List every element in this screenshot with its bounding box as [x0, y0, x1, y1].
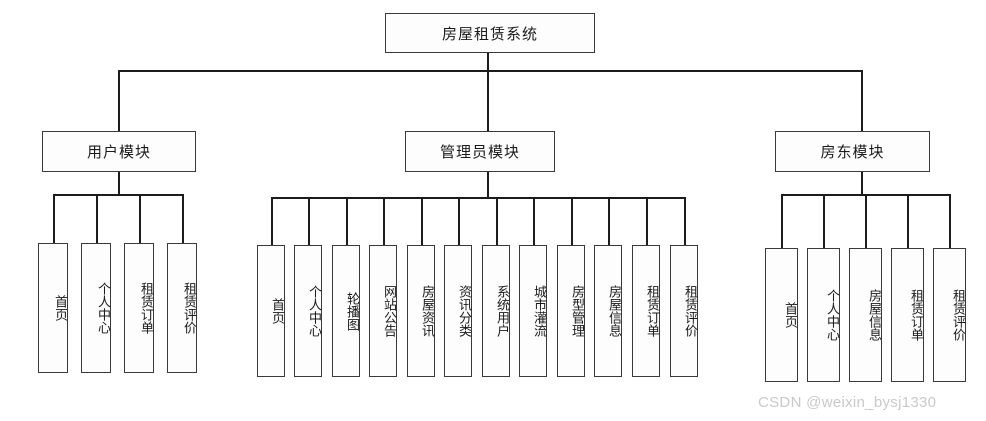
- node-leaf-admin-8: 房型管理: [557, 245, 585, 377]
- node-module-landlord: 房东模块: [775, 131, 930, 172]
- connector-bus-drop-admin: [487, 70, 489, 132]
- connector-admin-leaf-drop-8: [571, 197, 573, 246]
- node-leaf-admin-7: 城市灌流: [519, 245, 547, 377]
- node-leaf-user-0: 首页: [38, 243, 68, 373]
- node-leaf-landlord-4: 租赁评价: [933, 248, 966, 382]
- node-leaf-landlord-2: 房屋信息: [849, 248, 882, 382]
- node-leaf-admin-2: 轮播图: [332, 245, 360, 377]
- node-leaf-admin-10: 租赁订单: [632, 245, 660, 377]
- node-leaf-admin-6: 系统用户: [482, 245, 510, 377]
- connector-admin-leaf-drop-10: [646, 197, 648, 246]
- node-leaf-admin-4-label: 房屋资讯: [420, 285, 435, 337]
- connector-admin-leaf-drop-7: [533, 197, 535, 246]
- node-leaf-user-1: 个人中心: [81, 243, 111, 373]
- node-leaf-user-0-label: 首页: [53, 295, 68, 321]
- node-leaf-landlord-2-label: 房屋信息: [867, 289, 882, 341]
- connector-landlord-leaf-drop-2: [865, 194, 867, 248]
- node-leaf-landlord-1: 个人中心: [807, 248, 840, 382]
- connector-landlord-leaf-drop-4: [949, 194, 951, 248]
- connector-user-leaf-drop-2: [139, 194, 141, 244]
- node-leaf-user-3: 租赁评价: [167, 243, 197, 373]
- node-leaf-user-2-label: 租赁订单: [139, 282, 154, 334]
- node-leaf-landlord-3: 租赁订单: [891, 248, 924, 382]
- node-leaf-admin-3-label: 网站公告: [382, 285, 397, 337]
- node-root: 房屋租赁系统: [385, 13, 595, 53]
- node-leaf-admin-5: 资讯分类: [444, 245, 472, 377]
- connector-landlord-leaf-drop-1: [823, 194, 825, 248]
- node-leaf-landlord-3-label: 租赁订单: [909, 289, 924, 341]
- node-leaf-admin-8-label: 房型管理: [570, 285, 585, 337]
- connector-top-bus: [118, 70, 862, 72]
- node-leaf-user-2: 租赁订单: [124, 243, 154, 373]
- connector-user-leaf-drop-1: [96, 194, 98, 244]
- node-root-label: 房屋租赁系统: [441, 25, 538, 43]
- connector-admin-leaf-drop-11: [684, 197, 686, 246]
- node-leaf-landlord-0: 首页: [765, 248, 798, 382]
- node-leaf-user-3-label: 租赁评价: [182, 282, 197, 334]
- node-leaf-admin-6-label: 系统用户: [495, 285, 510, 337]
- node-leaf-admin-3: 网站公告: [369, 245, 397, 377]
- node-module-user: 用户模块: [42, 131, 196, 172]
- node-leaf-admin-10-label: 租赁订单: [645, 285, 660, 337]
- node-leaf-admin-11-label: 租赁评价: [683, 285, 698, 337]
- node-module-admin: 管理员模块: [405, 131, 555, 172]
- connector-admin-leaf-drop-3: [383, 197, 385, 246]
- node-leaf-admin-7-label: 城市灌流: [532, 285, 547, 337]
- node-leaf-admin-9: 房屋信息: [594, 245, 622, 377]
- connector-admin-leaf-drop-9: [608, 197, 610, 246]
- connector-bus-drop-user: [118, 70, 120, 132]
- node-module-admin-label: 管理员模块: [439, 144, 520, 161]
- node-leaf-admin-11: 租赁评价: [670, 245, 698, 377]
- connector-admin-leaf-drop-6: [496, 197, 498, 246]
- connector-admin-leaf-drop-2: [346, 197, 348, 246]
- node-leaf-admin-5-label: 资讯分类: [457, 285, 472, 337]
- watermark-text: CSDN @weixin_bysj1330: [758, 394, 937, 411]
- connector-landlord-leaf-drop-3: [907, 194, 909, 248]
- connector-user-leaf-drop-3: [182, 194, 184, 244]
- connector-root-drop: [487, 53, 489, 71]
- connector-admin-leaf-drop-5: [458, 197, 460, 246]
- connector-landlord-leaf-drop-0: [781, 194, 783, 248]
- node-leaf-admin-0: 首页: [257, 245, 285, 377]
- connector-landlord-drop: [861, 172, 863, 195]
- node-leaf-landlord-0-label: 首页: [783, 302, 798, 328]
- node-leaf-admin-0-label: 首页: [270, 298, 285, 324]
- connector-admin-leaf-drop-1: [308, 197, 310, 246]
- node-leaf-admin-1-label: 个人中心: [307, 285, 322, 337]
- node-module-landlord-label: 房东模块: [820, 144, 885, 161]
- node-leaf-admin-9-label: 房屋信息: [607, 285, 622, 337]
- node-leaf-admin-1: 个人中心: [294, 245, 322, 377]
- connector-user-bus: [53, 194, 183, 196]
- connector-bus-drop-landlord: [861, 70, 863, 132]
- node-leaf-landlord-1-label: 个人中心: [825, 289, 840, 341]
- node-leaf-admin-4: 房屋资讯: [407, 245, 435, 377]
- connector-admin-leaf-drop-0: [271, 197, 273, 246]
- connector-admin-leaf-drop-4: [421, 197, 423, 246]
- connector-admin-drop: [487, 172, 489, 198]
- node-leaf-admin-2-label: 轮播图: [345, 291, 360, 331]
- connector-user-leaf-drop-0: [53, 194, 55, 244]
- connector-user-drop: [118, 172, 120, 195]
- connector-admin-bus: [271, 197, 685, 199]
- node-module-user-label: 用户模块: [86, 144, 151, 161]
- node-leaf-user-1-label: 个人中心: [96, 282, 111, 334]
- node-leaf-landlord-4-label: 租赁评价: [951, 289, 966, 341]
